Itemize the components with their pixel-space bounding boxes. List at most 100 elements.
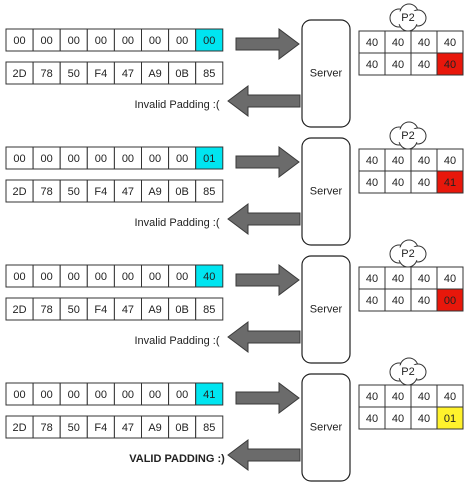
p2-cell-value: 40 [392,177,404,189]
cloud-fill [394,128,422,144]
p2-label: P2 [401,12,414,24]
p2-label: P2 [401,130,414,142]
iv-cell-value: 01 [203,153,215,165]
p2-cell-highlight [436,52,464,76]
p2-cell-value: 40 [392,273,404,285]
result-label: Invalid Padding :( [135,99,220,111]
iv-cell-highlight [195,28,224,52]
iv-cell-value: 00 [203,35,215,47]
ciphertext-cell-value: 0B [175,186,188,198]
p2-cell-value: 40 [444,37,456,49]
ciphertext-cell-value: F4 [94,304,107,316]
iv-cell-value: 00 [41,153,53,165]
ciphertext-cell-value: 78 [41,422,53,434]
ciphertext-cell-value: 0B [175,68,188,80]
ciphertext-cell-value: A9 [148,422,161,434]
p2-cell-value: 40 [366,295,378,307]
server-box [301,373,351,482]
iv-cell-value: 00 [149,35,161,47]
iv-cell-value: 00 [176,153,188,165]
p2-cell-value: 40 [392,295,404,307]
iv-cell-value: 00 [41,389,53,401]
p2-cell-value: 40 [444,155,456,167]
ciphertext-cell-value: 47 [122,68,134,80]
iv-cell-value: 00 [41,271,53,283]
ciphertext-cell [195,61,224,85]
p2-cell-value: 40 [418,59,430,71]
result-label: Invalid Padding :( [135,335,220,347]
result-label: Invalid Padding :( [135,217,220,229]
ciphertext-cell-value: 47 [122,422,134,434]
p2-label: P2 [401,248,414,260]
iv-cell-value: 00 [13,271,25,283]
request-arrow [235,382,300,414]
p2-cell-value: 40 [366,177,378,189]
p2-cell-value: 40 [444,59,456,71]
p2-cell-value: 40 [366,155,378,167]
p2-cell-value: 40 [366,391,378,403]
p2-cell-value: 40 [366,413,378,425]
iv-cell-value: 00 [176,35,188,47]
iv-cell-value: 00 [149,389,161,401]
response-arrow [227,321,301,353]
p2-cell-value: 41 [444,177,456,189]
server-box [301,255,351,364]
ciphertext-cell-value: 0B [175,304,188,316]
ciphertext-cell-value: A9 [148,304,161,316]
ciphertext-cell-value: F4 [94,186,107,198]
ciphertext-cell-value: 2D [13,68,27,80]
server-label: Server [310,422,343,434]
iv-cell-value: 00 [68,389,80,401]
iv-cell-value: 00 [68,271,80,283]
p2-cell-value: 40 [444,273,456,285]
cloud-fill [394,246,422,262]
iv-cell-highlight [195,264,224,288]
p2-cell-value: 40 [418,273,430,285]
iv-cell-value: 00 [41,35,53,47]
ciphertext-cell-value: 50 [68,186,80,198]
p2-label: P2 [401,366,414,378]
cloud-fill [394,10,422,26]
p2-cell-value: 40 [366,59,378,71]
iv-cell-value: 00 [176,271,188,283]
p2-cell-value: 40 [392,37,404,49]
server-box [301,19,351,128]
p2-cell-value: 40 [418,177,430,189]
ciphertext-cell-value: 50 [68,68,80,80]
p2-cell-highlight [436,406,464,430]
p2-cell-value: 00 [444,295,456,307]
iv-cell-value: 00 [122,389,134,401]
iv-cell-value: 00 [13,35,25,47]
p2-cell-highlight [436,170,464,194]
cloud-fill [394,364,422,380]
ciphertext-cell-value: A9 [148,186,161,198]
request-arrow [235,28,300,60]
ciphertext-cell [195,297,224,321]
p2-cloud: P2 [389,357,427,386]
p2-cell-value: 40 [418,295,430,307]
p2-cell-value: 01 [444,413,456,425]
ciphertext-cell-value: F4 [94,68,107,80]
ciphertext-cell-value: 85 [203,186,215,198]
iv-cell-highlight [195,382,224,406]
p2-cloud: P2 [389,239,427,268]
request-arrow [235,146,300,178]
ciphertext-cell-value: 2D [13,304,27,316]
iv-cell-highlight [195,146,224,170]
iv-cell-value: 00 [68,35,80,47]
p2-cell-value: 40 [418,37,430,49]
p2-cell-value: 40 [366,37,378,49]
ciphertext-cell [195,179,224,203]
ciphertext-cell-value: 78 [41,68,53,80]
iv-cell-value: 00 [95,35,107,47]
